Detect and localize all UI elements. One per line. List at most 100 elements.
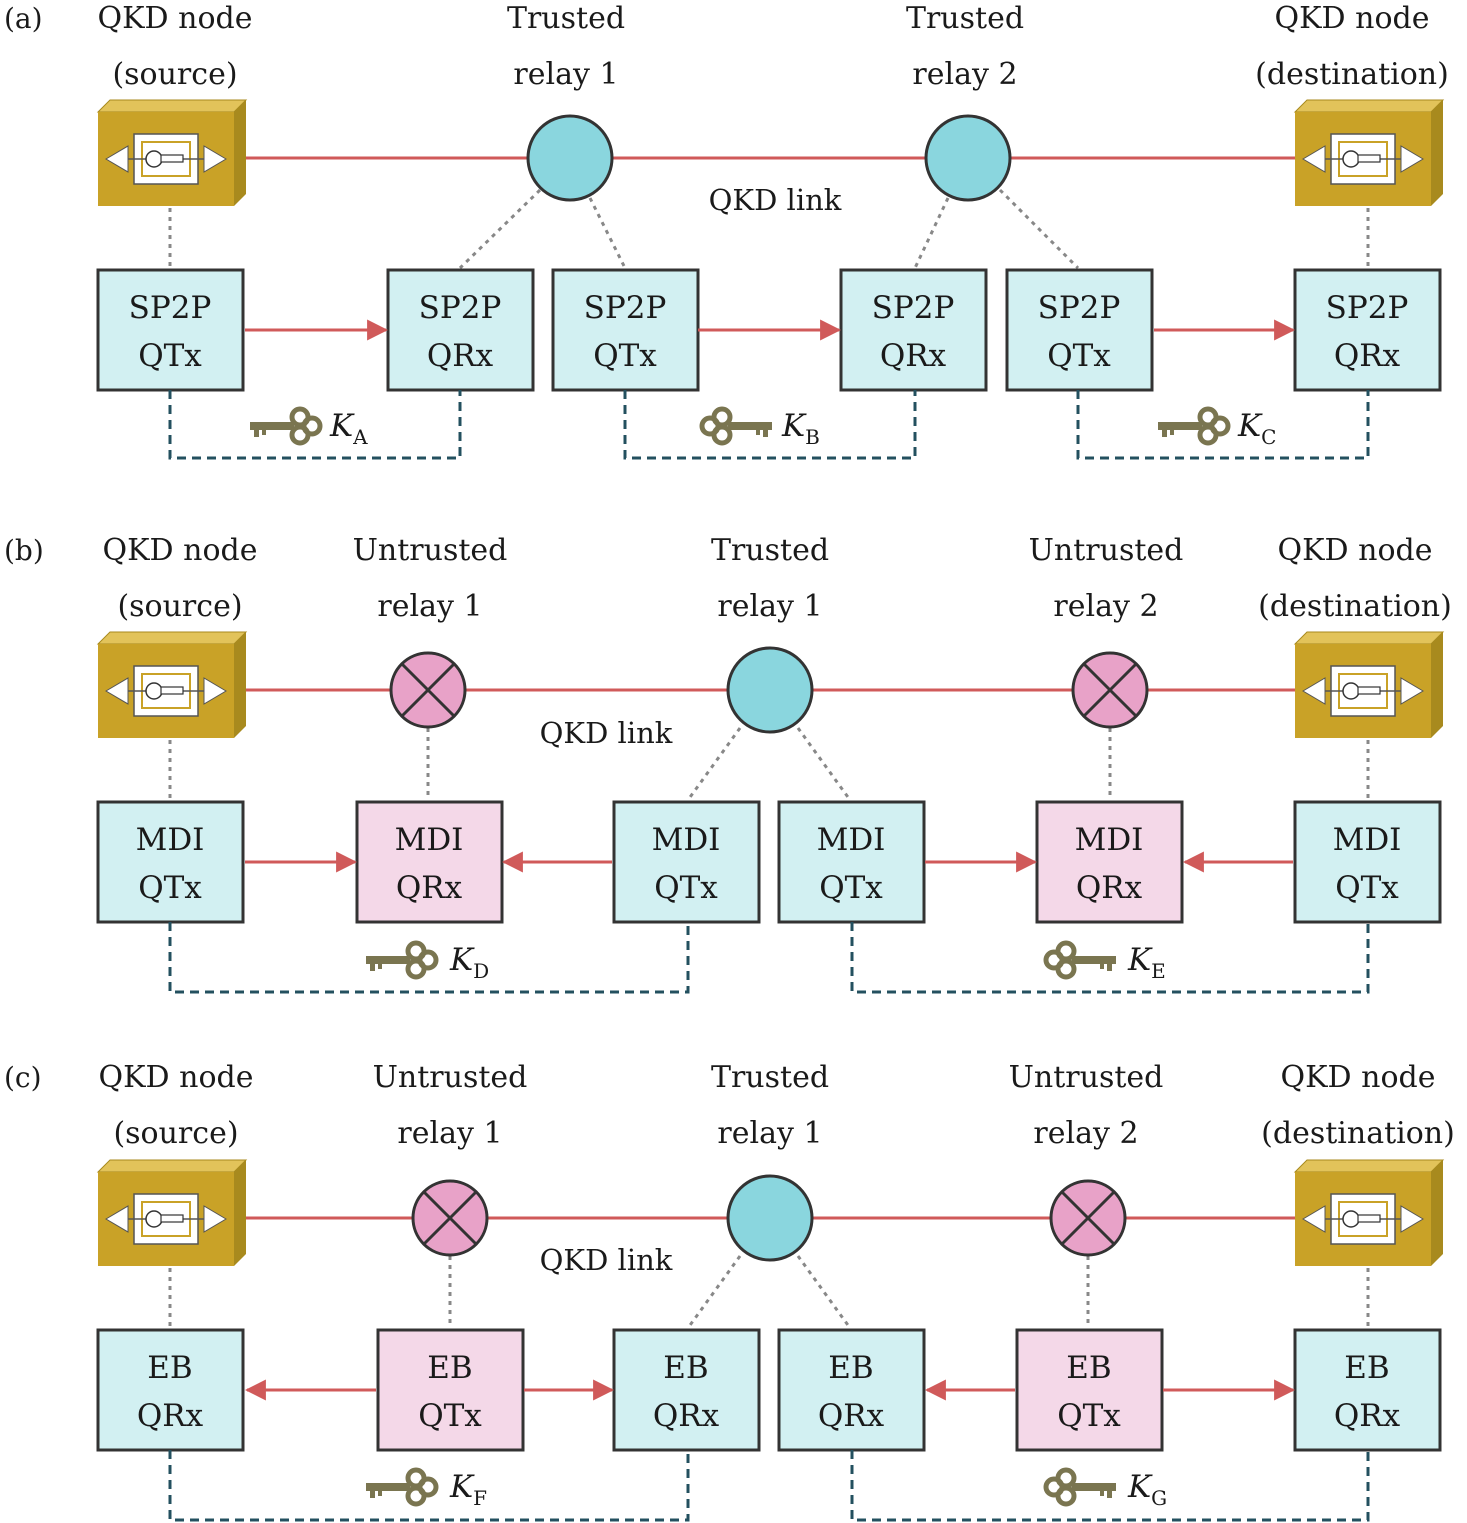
node-header-line2: relay 2: [912, 57, 1017, 92]
device-box-line1: SP2P: [1038, 290, 1121, 326]
device-box-line1: SP2P: [584, 290, 667, 326]
dotted-connector: [686, 1255, 742, 1329]
device-box-line2: QRx: [1076, 870, 1143, 906]
qkd-link-label: QKD link: [540, 716, 673, 750]
key-symbol: K: [1237, 408, 1263, 444]
trusted-relay-node: [726, 1174, 814, 1262]
device-box-rect: [96, 800, 245, 924]
node-header-line2: relay 1: [377, 589, 482, 624]
key-sharing-dashed-line: [850, 922, 1370, 994]
qkd-node-icon: [97, 631, 247, 739]
device-box-line2: QTx: [1335, 870, 1399, 906]
key-subscript: A: [352, 425, 368, 449]
device-box-rect: [777, 800, 926, 924]
untrusted-relay-node: [389, 651, 467, 729]
shared-key: KC: [1158, 408, 1276, 449]
key-icon: [250, 409, 320, 443]
key-label: KF: [449, 1469, 487, 1510]
device-box-line2: QRx: [427, 338, 494, 374]
key-subscript: E: [1151, 959, 1166, 983]
device-box-line2: QTx: [819, 870, 883, 906]
device-box-rect: [612, 1328, 761, 1452]
key-subscript: G: [1151, 1486, 1167, 1510]
node-header: QKD node(source): [103, 533, 258, 624]
node-header: QKD node(destination): [1261, 1060, 1455, 1151]
device-box-rect: [839, 268, 988, 392]
key-symbol: K: [329, 408, 355, 444]
device-box-rect: [1015, 1328, 1164, 1452]
device-box-line1: EB: [427, 1350, 472, 1386]
key-symbol: K: [449, 942, 475, 978]
device-box-rect: [355, 800, 504, 924]
shared-key: KE: [1046, 942, 1166, 983]
panel-label: (c): [4, 1061, 42, 1094]
device-box-line1: SP2P: [872, 290, 955, 326]
dotted-connector: [686, 727, 742, 801]
device-box-line1: SP2P: [1326, 290, 1409, 326]
node-header-line1: QKD node: [1278, 533, 1433, 568]
key-sharing-dashed-line: [168, 922, 690, 994]
key-icon: [366, 1470, 436, 1504]
key-label: KD: [449, 942, 489, 983]
untrusted-relay-node: [411, 1179, 489, 1257]
device-box-line2: QRx: [818, 1398, 885, 1434]
trusted-relay-node: [526, 114, 614, 202]
node-header-line2: relay 2: [1033, 1116, 1138, 1151]
device-box-line1: SP2P: [419, 290, 502, 326]
node-header: QKD node(source): [99, 1060, 254, 1151]
device-box: SP2P QTx: [1005, 268, 1154, 392]
node-header-line1: QKD node: [98, 1, 253, 36]
node-header-line1: Untrusted: [373, 1060, 528, 1095]
device-box-rect: [1293, 1328, 1442, 1452]
device-box-line2: QTx: [1047, 338, 1111, 374]
panel-label: (b): [4, 534, 44, 567]
node-header: QKD node(destination): [1255, 1, 1449, 92]
dotted-connector: [588, 197, 627, 269]
shared-key: KA: [250, 408, 368, 449]
shared-key: KD: [366, 942, 489, 983]
cross-icon: [400, 662, 456, 718]
node-header: Trusted relay 1: [711, 1060, 829, 1151]
dotted-connector: [913, 197, 950, 269]
dotted-connector: [796, 727, 852, 801]
node-header-line2: (source): [112, 57, 237, 92]
shared-key: KG: [1046, 1469, 1167, 1510]
cross-icon: [422, 1190, 478, 1246]
device-box-line2: QRx: [880, 338, 947, 374]
device-box-rect: [376, 1328, 525, 1452]
node-header: QKD node (source): [98, 1, 253, 92]
panel-label: (a): [4, 2, 43, 35]
device-box: SP2P QRx: [839, 268, 988, 392]
key-sharing-dashed-line: [1076, 390, 1370, 460]
device-box-line2: QTx: [138, 870, 202, 906]
device-box-line1: MDI: [1333, 822, 1402, 858]
node-header-line2: (destination): [1261, 1116, 1455, 1151]
device-box-line2: QRx: [1334, 1398, 1401, 1434]
device-box-line2: QTx: [654, 870, 718, 906]
node-header-line1: QKD node: [103, 533, 258, 568]
key-label: KG: [1127, 1469, 1167, 1510]
node-header-line1: Untrusted: [1009, 1060, 1164, 1095]
device-box-line2: QRx: [1334, 338, 1401, 374]
qkd-link-label: QKD link: [540, 1243, 673, 1277]
dotted-connector: [998, 188, 1080, 270]
device-box: MDI QTx: [1293, 800, 1442, 924]
qkd-link-label: QKD link: [709, 183, 842, 217]
node-header-line2: relay 1: [717, 1116, 822, 1151]
node-header-line1: Trusted: [711, 1060, 829, 1095]
device-box-line2: QRx: [396, 870, 463, 906]
